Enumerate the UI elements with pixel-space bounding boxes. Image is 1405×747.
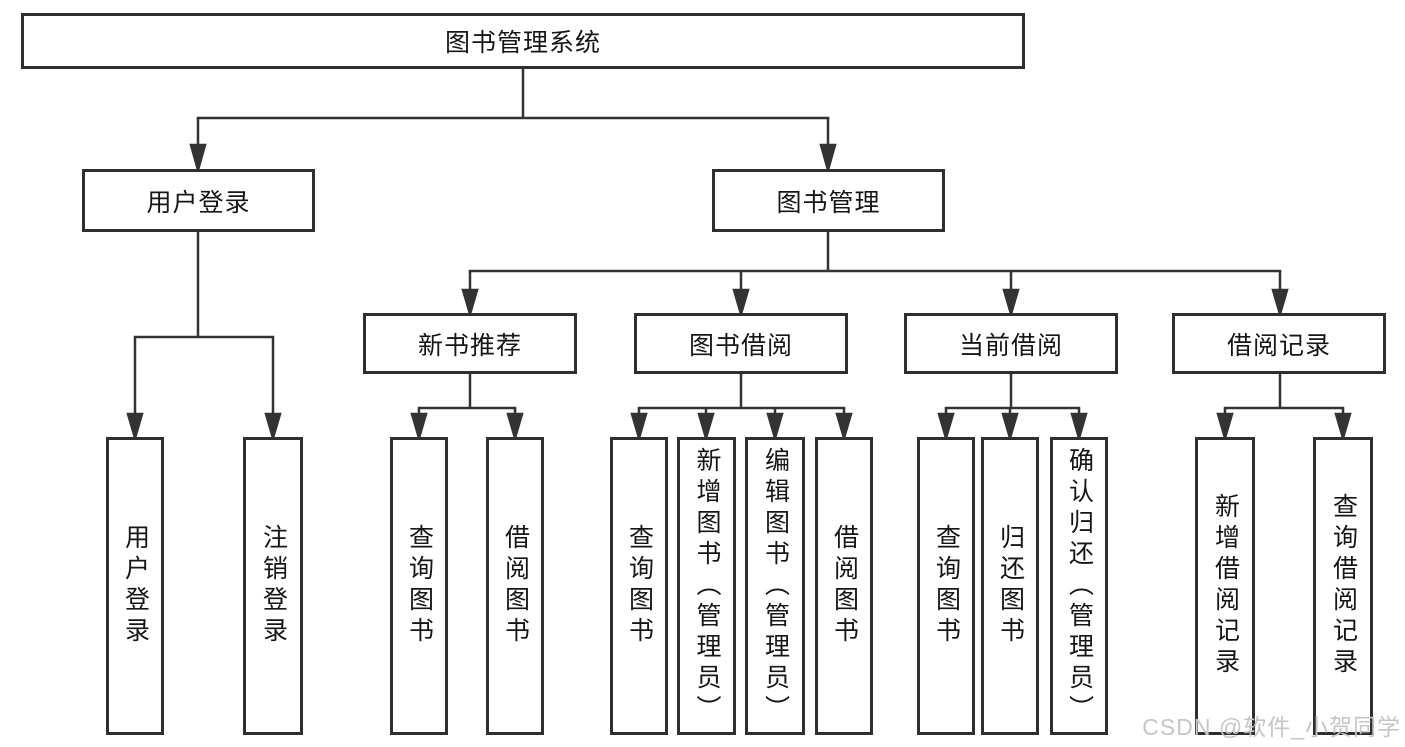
- connector-new-book-recommend-to-leaves: [410, 374, 524, 443]
- leaf-add-book-admin: 新增图书（管理员）: [677, 437, 736, 735]
- node-book-management: 图书管理: [712, 169, 945, 232]
- leaf-return-books: 归还图书: [981, 437, 1039, 735]
- leaf-logout: 注销登录: [243, 437, 303, 735]
- connector-book-management-to-level3: [461, 232, 1289, 319]
- node-borrow-records: 借阅记录: [1172, 313, 1386, 374]
- watermark: CSDN @软件_小贺同学: [1142, 714, 1401, 740]
- leaf-add-borrow-record: 新增借阅记录: [1195, 437, 1255, 735]
- leaf-query-books-borrow: 查询图书: [610, 437, 668, 735]
- connector-current-borrow-to-leaves: [937, 374, 1088, 443]
- leaf-borrow-books-recommend: 借阅图书: [486, 437, 544, 735]
- connector-book-borrow-to-leaves: [630, 374, 853, 443]
- leaf-edit-book-admin: 编辑图书（管理员）: [745, 437, 805, 735]
- node-user-login: 用户登录: [82, 169, 315, 232]
- leaf-user-login: 用户登录: [106, 437, 164, 735]
- leaf-borrow-books: 借阅图书: [815, 437, 873, 735]
- node-library-system: 图书管理系统: [21, 13, 1025, 69]
- connector-user-login-to-leaves: [126, 232, 282, 443]
- leaf-confirm-return-admin: 确认归还（管理员）: [1050, 437, 1108, 735]
- connector-borrow-records-to-leaves: [1216, 374, 1352, 443]
- leaf-query-books-current: 查询图书: [917, 437, 975, 735]
- node-new-book-recommend: 新书推荐: [363, 313, 577, 374]
- leaf-query-borrow-record: 查询借阅记录: [1313, 437, 1373, 735]
- node-current-borrow: 当前借阅: [904, 313, 1118, 374]
- leaf-query-books-recommend: 查询图书: [390, 437, 448, 735]
- connector-root-to-level2: [189, 69, 837, 175]
- node-book-borrow: 图书借阅: [634, 313, 848, 374]
